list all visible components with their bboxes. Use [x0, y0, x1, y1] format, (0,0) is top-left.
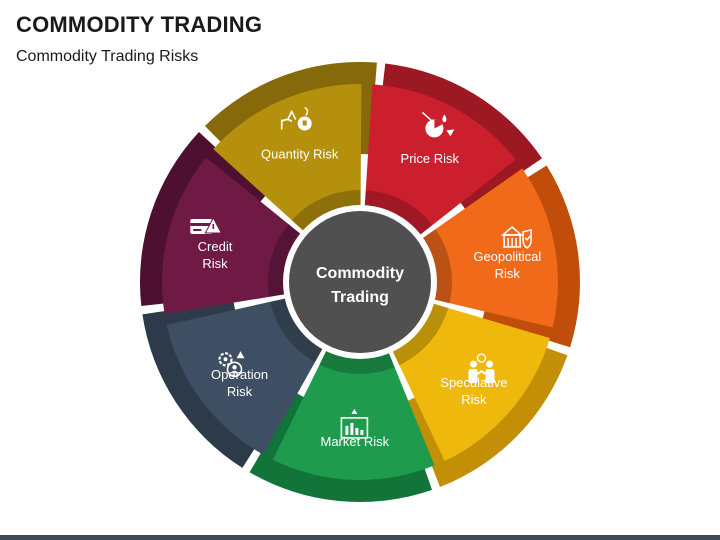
- segment-speculative-label-line-1: Speculative: [440, 375, 507, 390]
- segment-price-inner-ring: [364, 190, 433, 239]
- segment-geopolitical-label-line-1: Geopolitical: [473, 249, 541, 264]
- segment-geopolitical-shape: [417, 168, 558, 328]
- segment-operation-inner-ring: [270, 297, 326, 363]
- government-shield-icon: [500, 225, 532, 249]
- segment-operation-label-line-2: Risk: [227, 384, 253, 399]
- bottom-bar: [0, 535, 720, 540]
- segment-operation-shape: [166, 297, 326, 455]
- segment-quantity: Quantity Risk: [213, 83, 362, 235]
- quantity-scale-icon: [280, 106, 312, 131]
- page-title: COMMODITY TRADING: [16, 12, 263, 37]
- segment-market-label-line-1: Market Risk: [320, 434, 389, 449]
- segment-credit-label-line-1: Credit: [198, 239, 233, 254]
- center-label-line-1: Commodity: [316, 265, 404, 282]
- segment-price-shape: [364, 84, 516, 239]
- segment-operation-label-line-1: Operation: [211, 367, 268, 382]
- credit-card-warning-icon: [190, 216, 223, 234]
- segment-credit-label-line-2: Risk: [202, 256, 228, 271]
- market-chart-icon: [340, 408, 369, 439]
- center-label-line-2: Trading: [331, 289, 389, 306]
- segment-quantity-shape: [213, 83, 362, 235]
- segment-price: Price Risk: [364, 84, 516, 239]
- segment-speculative-label-line-2: Risk: [461, 392, 487, 407]
- segment-speculative-inner-ring: [389, 301, 449, 366]
- gears-people-icon: [218, 351, 245, 378]
- handshake-money-icon: [468, 353, 495, 384]
- segment-quantity-inner-ring: [291, 189, 361, 235]
- center-hub: [289, 211, 431, 353]
- segment-price-label-line-1: Price Risk: [401, 151, 460, 166]
- segment-quantity-label-line-1: Quantity Risk: [261, 147, 339, 162]
- segment-geopolitical-label-line-2: Risk: [495, 266, 521, 281]
- page-subtitle: Commodity Trading Risks: [16, 48, 199, 65]
- segment-credit-shape: [162, 157, 306, 314]
- price-chart-icon: [421, 111, 455, 138]
- segment-market: Market Risk: [272, 344, 435, 480]
